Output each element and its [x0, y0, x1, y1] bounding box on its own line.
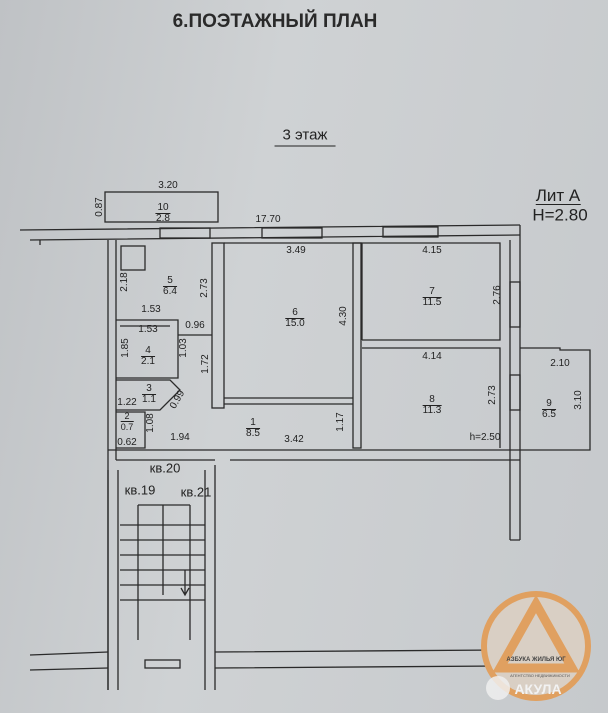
dimension: 1.22: [117, 397, 137, 408]
logo-brand: АЗБУКА ЖИЛЬЯ ЮГ: [506, 657, 566, 663]
room-area: 0.7: [120, 422, 134, 432]
room-number: 2: [120, 411, 134, 422]
apartment-20: кв.20: [149, 460, 181, 476]
floor-label: 3 этаж: [274, 127, 336, 147]
dimension: 2.76: [492, 285, 503, 305]
room-area: 15.0: [285, 318, 305, 329]
dimension: 1.53: [138, 324, 158, 335]
room-area: 6.4: [163, 286, 177, 297]
room-area: 2.1: [141, 356, 155, 367]
dimension: 3.20: [158, 180, 178, 191]
room-area: 1.1: [142, 394, 156, 405]
building-lit: Лит А: [535, 186, 581, 205]
dimension: 1.53: [141, 304, 161, 315]
building-height: H=2.80: [532, 205, 588, 225]
room-number: 3: [142, 384, 156, 395]
room-number: 4: [141, 346, 155, 357]
room-number: 6: [285, 308, 305, 319]
dimension: 0.87: [94, 197, 105, 217]
dimension: 17.70: [255, 214, 281, 225]
dimension: 3.10: [573, 390, 584, 410]
dimension: 3.42: [284, 434, 304, 445]
room-area: 11.5: [422, 297, 442, 308]
logo-subtitle: АГЕНТСТВО НЕДВИЖИМОСТИ: [510, 673, 570, 678]
dimension: 2.73: [487, 385, 498, 405]
ceiling-height: h=2.50: [469, 432, 501, 443]
dimension: 4.14: [422, 351, 442, 362]
dimension: 2.10: [550, 358, 570, 369]
dimension: 3.49: [286, 245, 306, 256]
room-number: 8: [422, 395, 442, 406]
page-title: 6.ПОЭТАЖНЫЙ ПЛАН: [172, 11, 378, 32]
dimension: 1.85: [120, 338, 131, 358]
dimension: 1.17: [335, 412, 346, 432]
room-number: 5: [163, 276, 177, 287]
dimension: 1.03: [178, 338, 189, 358]
dimension: 0.96: [185, 320, 205, 331]
room-area: 2.8: [156, 213, 170, 224]
room-number: 10: [155, 202, 171, 214]
apartment-21: кв.21: [180, 484, 212, 500]
dimension: 4.15: [422, 245, 442, 256]
dimension: 2.73: [199, 278, 210, 298]
room-area: 11.3: [422, 405, 442, 416]
logo-watermark: АКУЛА: [514, 681, 561, 697]
dimension: 1.72: [200, 354, 211, 374]
agency-logo: АКУЛА АЗБУКА ЖИЛЬЯ ЮГ АГЕНТСТВО НЕДВИЖИМ…: [481, 591, 591, 701]
apartment-19: кв.19: [124, 482, 156, 498]
room-number: 7: [422, 287, 442, 298]
room-number: 1: [246, 418, 260, 429]
dimension: 0.62: [117, 437, 137, 448]
dimension: 1.94: [170, 432, 190, 443]
room-area: 6.5: [542, 409, 556, 420]
dimension: 4.30: [338, 306, 349, 326]
dimension: 2.18: [119, 272, 130, 292]
room-number: 9: [542, 399, 556, 410]
dimension: 1.08: [145, 413, 156, 433]
room-area: 8.5: [246, 428, 260, 439]
